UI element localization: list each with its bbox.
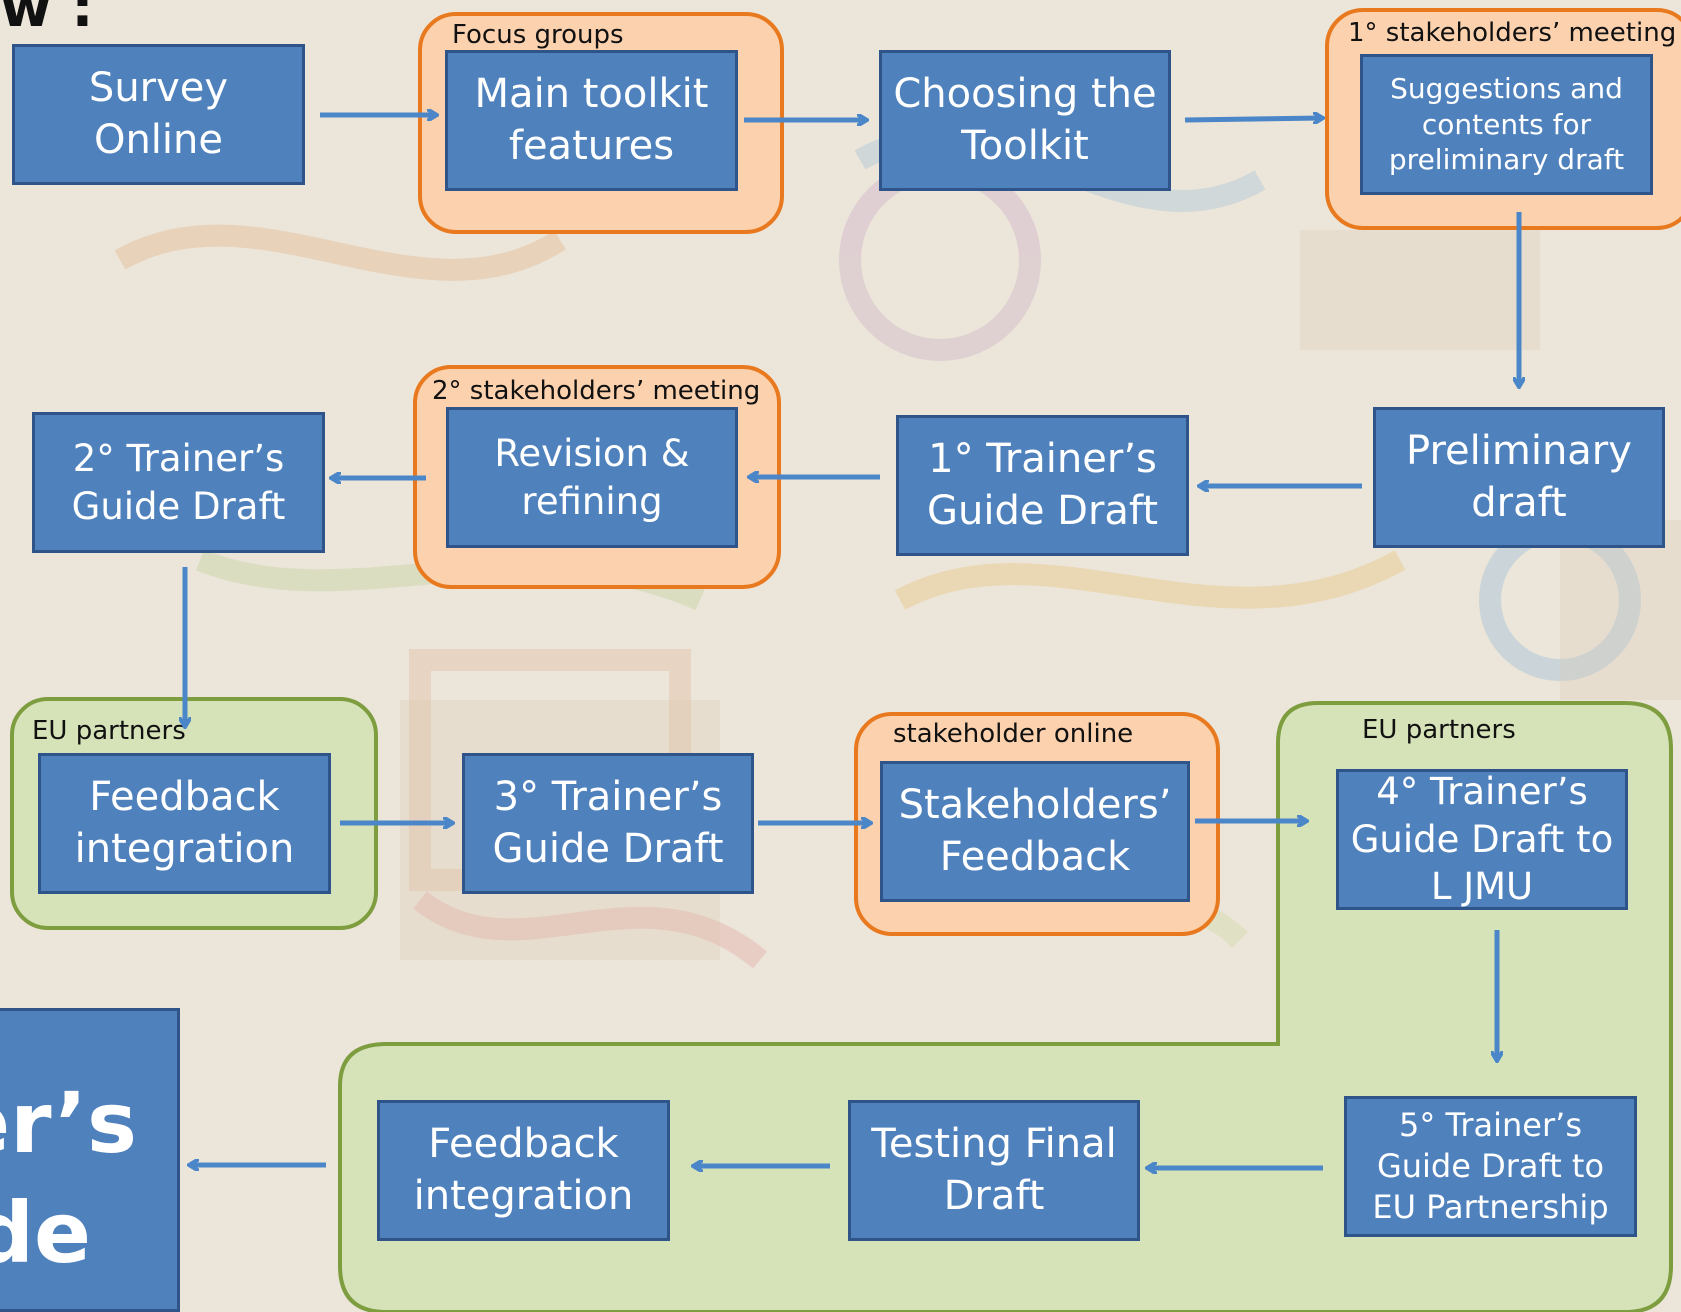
step-feedback-integration-2: Feedback integration — [377, 1100, 670, 1241]
step-stakeholders-feedback: Stakeholders’ Feedback — [880, 761, 1190, 902]
step-trainers-guide-3: 3° Trainer’s Guide Draft — [462, 753, 754, 894]
stakeholders-meeting-1-label: 1° stakeholders’ meeting — [1348, 18, 1677, 48]
step-survey-online: Survey Online — [12, 44, 305, 185]
step-suggestions-contents: Suggestions and contents for preliminary… — [1360, 54, 1653, 195]
step-feedback-integration-1: Feedback integration — [38, 753, 331, 894]
side-panel-line-1: er’s — [0, 1074, 137, 1172]
stakeholder-online-label: stakeholder online — [893, 719, 1134, 749]
stakeholders-meeting-2-label: 2° stakeholders’ meeting — [432, 376, 761, 406]
trainers-guide-final-panel: er’s ide — [0, 1008, 180, 1312]
step-main-toolkit-features: Main toolkit features — [445, 50, 738, 191]
eu-partners-1-label: EU partners — [32, 716, 186, 746]
page-title-fragment: w : — [0, 0, 94, 40]
step-revision-refining: Revision & refining — [446, 407, 738, 548]
step-preliminary-draft: Preliminary draft — [1373, 407, 1665, 548]
step-trainers-guide-1: 1° Trainer’s Guide Draft — [896, 415, 1189, 556]
step-choosing-toolkit: Choosing the Toolkit — [879, 50, 1171, 191]
focus-groups-label: Focus groups — [452, 20, 624, 50]
step-trainers-guide-4: 4° Trainer’s Guide Draft to L JMU — [1336, 769, 1628, 910]
side-panel-line-2: ide — [0, 1184, 91, 1282]
step-trainers-guide-5: 5° Trainer’s Guide Draft to EU Partnersh… — [1344, 1096, 1637, 1237]
step-testing-final-draft: Testing Final Draft — [848, 1100, 1140, 1241]
step-trainers-guide-2: 2° Trainer’s Guide Draft — [32, 412, 325, 553]
eu-partners-2-label: EU partners — [1362, 715, 1516, 745]
